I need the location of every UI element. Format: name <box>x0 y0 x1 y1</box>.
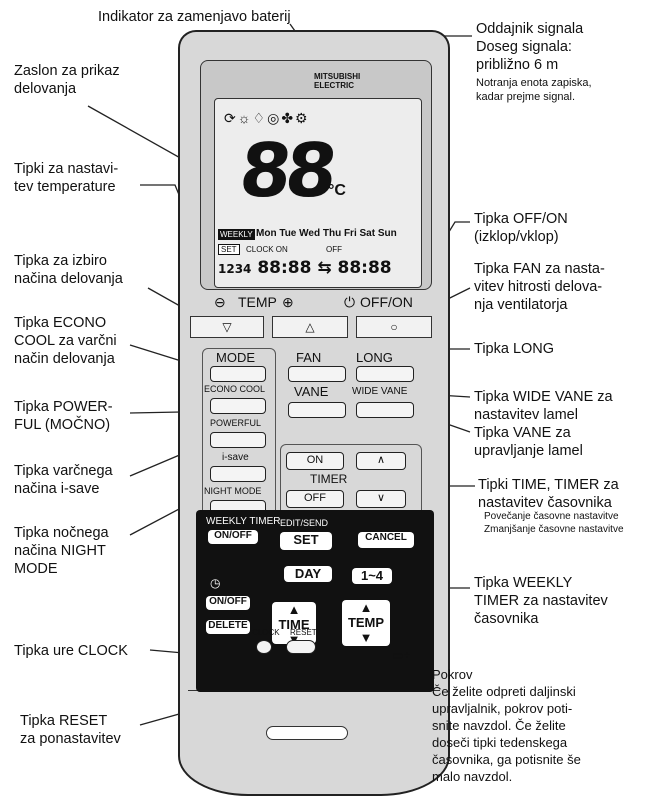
lcd-screen <box>214 98 422 288</box>
isave-label: i-save <box>222 452 249 463</box>
timer-down-button[interactable]: ∨ <box>356 490 406 508</box>
clock-small-icon: ◷ <box>210 576 221 590</box>
time-button-label: TIME <box>278 617 310 632</box>
plus-icon: ⊕ <box>282 294 294 310</box>
mode-label: MODE <box>216 350 255 365</box>
label-timer-note: Povečanje časovne nastavitve Zmanjšanje … <box>484 511 624 535</box>
clock-small-label: CLOCK <box>252 628 280 637</box>
label-weekly-timer: Tipka WEEKLY TIMER za nastavitev časovni… <box>474 575 608 627</box>
mode-button[interactable] <box>210 366 266 382</box>
timer-label: TIMER <box>310 472 348 486</box>
label-vane: Tipka VANE za upravljanje lamel <box>474 425 583 459</box>
reset-small-label: RESET <box>290 628 317 637</box>
lcd-temperature-unit: °C <box>328 182 346 199</box>
econo-cool-label: ECONO COOL <box>204 384 266 394</box>
label-signal-emitter: Oddajnik signala Doseg signala: približn… <box>476 21 584 73</box>
fan-button[interactable] <box>288 366 346 382</box>
set-button[interactable]: SET <box>280 532 332 550</box>
cover[interactable] <box>188 690 440 791</box>
lcd-off-small: OFF <box>326 245 342 254</box>
night-mode-label: NIGHT MODE <box>204 486 262 496</box>
power-icon: ⏻ <box>344 294 356 310</box>
timer-up-button[interactable]: ∧ <box>356 452 406 470</box>
cover-slot <box>266 726 348 740</box>
weekly-timer-panel: WEEKLY TIMER ON/OFF EDIT/SEND SET CANCEL… <box>196 510 434 692</box>
label-signal-emitter-note: Notranja enota zapiska, kadar prejme sig… <box>476 77 592 103</box>
lcd-temperature: 88 <box>235 128 336 214</box>
lcd-weekly-tag: WEEKLY <box>218 229 255 240</box>
brand-logo: MITSUBISHI ELECTRIC <box>314 72 361 90</box>
weekly-timer-label: WEEKLY TIMER <box>206 516 281 527</box>
label-wide-vane: Tipka WIDE VANE za nastavitev lamel <box>474 389 613 423</box>
long-button[interactable] <box>356 366 414 382</box>
lcd-clock-on: CLOCK ON <box>246 245 288 254</box>
arrow-up-icon: ▲ <box>287 602 301 617</box>
lcd-day-digits: 1234 <box>218 262 252 276</box>
powerful-button[interactable] <box>210 432 266 448</box>
delete-button[interactable]: DELETE <box>206 620 250 634</box>
arrow-down-icon: ▼ <box>359 630 373 645</box>
powerful-label: POWERFUL <box>210 418 262 428</box>
timer-on-button[interactable]: ON <box>286 452 344 470</box>
label-cover: Pokrov Če želite odpreti daljinski uprav… <box>432 667 581 784</box>
reset-button[interactable] <box>286 640 316 654</box>
vane-button[interactable] <box>288 402 346 418</box>
off-on-button[interactable]: ○ <box>356 316 432 338</box>
label-off-on: Tipka OFF/ON (izklop/vklop) <box>474 211 568 245</box>
timer-off-button[interactable]: OFF <box>286 490 344 508</box>
vane-label: VANE <box>294 384 329 399</box>
temp-button[interactable]: ▲ TEMP ▼ <box>342 600 390 646</box>
label-temp-buttons: Tipki za nastavi- tev temperature <box>14 161 119 195</box>
weekly-onoff-button[interactable]: ON/OFF <box>208 530 258 544</box>
label-timer: Tipki TIME, TIMER za nastavitev časovnik… <box>478 477 619 511</box>
fan-label: FAN <box>296 350 322 365</box>
lcd-time-readout: 88:88 ⇆ 88:88 <box>257 258 392 278</box>
edit-send-label: EDIT/SEND <box>280 518 329 528</box>
label-night-mode: Tipka nočnega načina NIGHT MODE <box>14 525 109 577</box>
temp-bar-label: TEMP <box>238 294 277 310</box>
label-fan: Tipka FAN za nasta- vitev hitrosti delov… <box>474 261 605 313</box>
lcd-time-row: 1234 88:88 ⇆ 88:88 <box>218 258 392 278</box>
wide-vane-label: WIDE VANE <box>352 386 408 397</box>
temp-up-button[interactable]: △ <box>272 316 348 338</box>
label-battery-indicator: Indikator za zamenjavo baterij <box>98 9 291 25</box>
lcd-set-tag: SET <box>218 244 240 255</box>
temp-down-button[interactable]: ▽ <box>190 316 264 338</box>
isave-button[interactable] <box>210 466 266 482</box>
cancel-button[interactable]: CANCEL <box>358 532 414 548</box>
label-powerful: Tipka POWER- FUL (MOČNO) <box>14 399 113 433</box>
long-label: LONG <box>356 350 393 365</box>
label-long: Tipka LONG <box>474 341 555 357</box>
label-isave: Tipka varčnega načina i-save <box>14 463 113 497</box>
label-display: Zaslon za prikaz delovanja <box>14 63 120 97</box>
label-reset: Tipka RESET za ponastavitev <box>20 713 121 747</box>
wide-vane-button[interactable] <box>356 402 414 418</box>
arrow-up-icon: ▲ <box>359 600 373 615</box>
econo-cool-button[interactable] <box>210 398 266 414</box>
label-econo-cool: Tipka ECONO COOL za varčni način delovan… <box>14 315 117 367</box>
time-button[interactable]: ▲ TIME ▼ <box>272 602 316 647</box>
battery-icon: ▭+ <box>392 648 411 662</box>
day-button[interactable]: DAY <box>284 566 332 582</box>
lcd-mode-icons: ⟳☼♢◎✤⚙ <box>224 110 310 126</box>
clock-button[interactable] <box>256 640 272 654</box>
label-clock: Tipka ure CLOCK <box>14 643 128 659</box>
lcd-days: Mon Tue Wed Thu Fri Sat Sun <box>256 228 397 239</box>
off-on-bar-label: OFF/ON <box>360 294 413 310</box>
temp-button-label: TEMP <box>347 615 385 630</box>
time-onoff-button[interactable]: ON/OFF <box>206 596 250 610</box>
range-button[interactable]: 1~4 <box>352 568 392 584</box>
label-mode: Tipka za izbiro načina delovanja <box>14 253 123 287</box>
minus-icon: ⊖ <box>214 294 226 310</box>
